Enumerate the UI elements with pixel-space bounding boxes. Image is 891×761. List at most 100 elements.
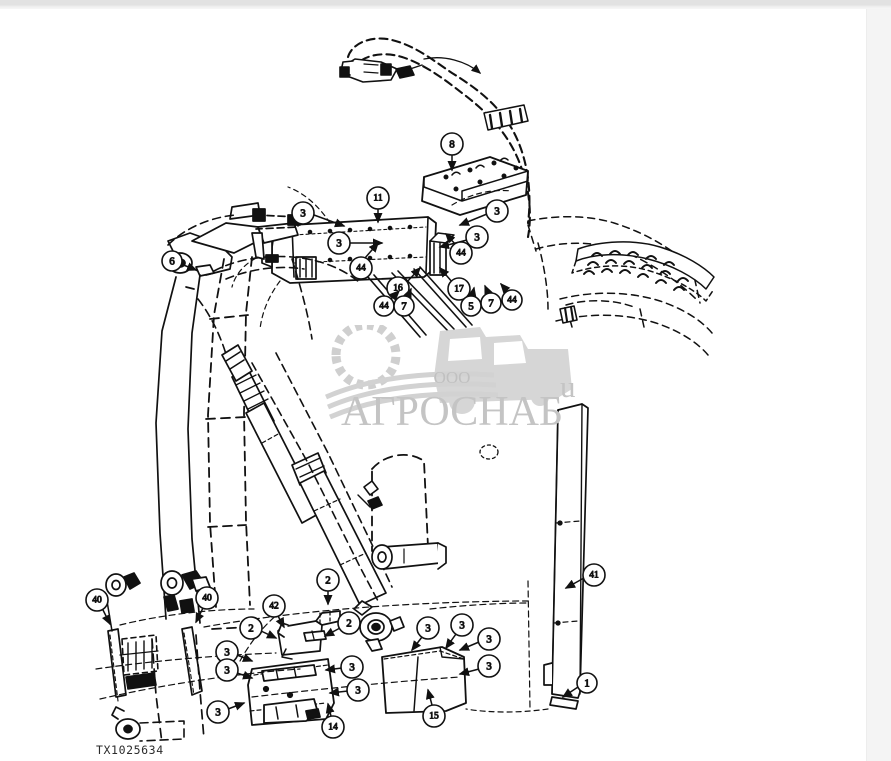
callout-leader [275,615,285,629]
callout-balloon[interactable] [450,613,474,637]
small-pivot-marker [479,444,499,460]
callout-balloon[interactable] [449,241,473,265]
callout-balloon[interactable] [477,627,501,651]
callout-6[interactable]: 6 [161,250,198,272]
callout-balloon[interactable] [291,201,315,225]
callout-balloon[interactable] [161,250,183,272]
callout-leader [227,701,246,711]
callout-balloon[interactable] [346,678,370,702]
callout-balloon[interactable] [85,588,109,612]
callout-number: 40 [92,596,102,606]
callout-number: 15 [429,712,439,722]
cylinder-rod-dashed [251,352,393,602]
callout-3[interactable]: 3 [458,654,501,678]
callout-balloon[interactable] [480,292,502,314]
callout-balloon[interactable] [195,586,219,610]
callout-number: 7 [401,301,407,313]
callout-number: 3 [300,208,306,220]
callout-balloon[interactable] [316,568,340,592]
callout-42[interactable]: 42 [262,594,286,629]
callout-number: 3 [474,232,480,244]
hose-bracket-mid [483,104,529,131]
callout-leader [458,641,480,651]
callout-3[interactable]: 3 [324,655,364,679]
callout-3[interactable]: 3 [215,658,254,682]
callout-balloon[interactable] [366,186,390,210]
callout-44[interactable]: 44 [444,232,473,265]
hydraulic-cylinder-upper [221,344,321,524]
callout-balloon[interactable] [582,563,606,587]
callout-40[interactable]: 40 [85,588,111,626]
callout-3[interactable]: 3 [206,700,246,724]
callout-balloon[interactable] [340,655,364,679]
callout-number: 41 [589,571,599,581]
callout-balloon[interactable] [337,611,361,635]
callout-leader [364,241,379,259]
callout-number: 1 [584,678,590,690]
callout-balloon[interactable] [422,704,446,728]
callout-leader [411,636,423,652]
callout-balloon[interactable] [465,225,489,249]
callout-7[interactable]: 7 [393,287,415,317]
callout-44[interactable]: 44 [349,241,379,280]
callout-balloon[interactable] [477,654,501,678]
callout-7[interactable]: 7 [480,284,502,314]
lower-guard-14 [247,658,335,726]
callout-number: 44 [356,264,366,274]
callout-leader [313,214,346,228]
callout-number: 40 [202,594,212,604]
callout-2[interactable]: 2 [239,616,278,640]
callout-1[interactable]: 1 [561,672,598,698]
callout-balloon[interactable] [485,199,509,223]
boom-upper-links [191,202,301,263]
callout-balloon[interactable] [576,672,598,694]
callout-balloon[interactable] [501,289,523,311]
callout-leader [405,266,422,284]
callout-3[interactable]: 3 [328,678,370,702]
callout-14[interactable]: 14 [321,702,345,739]
callout-15[interactable]: 15 [422,688,446,728]
callout-leader [444,232,457,246]
callout-3[interactable]: 3 [445,613,474,650]
callout-number: 11 [373,194,382,204]
callout-balloon[interactable] [321,715,345,739]
callout-41[interactable]: 41 [564,563,606,589]
callout-leader [325,702,335,717]
callout-number: 3 [486,661,492,673]
callout-balloon[interactable] [349,256,373,280]
callout-2[interactable]: 2 [323,611,361,637]
callout-3[interactable]: 3 [458,627,501,651]
callout-leader [195,607,205,624]
callout-3[interactable]: 3 [458,199,509,226]
callout-balloon[interactable] [206,700,230,724]
callout-17[interactable]: 17 [439,266,471,301]
callout-11[interactable]: 11 [366,186,390,224]
callout-balloon[interactable] [215,658,239,682]
callout-2[interactable]: 2 [316,568,340,606]
callout-leader [236,670,254,680]
callout-3[interactable]: 3 [411,616,440,652]
callout-balloon[interactable] [239,616,263,640]
callout-leader [458,667,480,677]
callout-number: 6 [169,256,175,268]
callout-40[interactable]: 40 [195,586,219,624]
callout-leader [425,688,435,706]
window-top-band [0,0,891,9]
callout-3[interactable]: 3 [291,201,346,228]
callout-balloon[interactable] [262,594,286,618]
callout-number: 44 [456,249,466,259]
callout-number: 8 [449,139,455,151]
callout-balloon[interactable] [393,295,415,317]
bracket-42-assembly [277,610,341,660]
callout-8[interactable]: 8 [440,132,464,172]
callout-number: 3 [349,662,355,674]
mid-tank-roller [371,542,447,570]
boom-main-arm [155,232,233,624]
callout-leader [324,664,343,674]
callout-44[interactable]: 44 [500,282,523,311]
callout-balloon[interactable] [416,616,440,640]
callout-balloon[interactable] [440,132,464,156]
callout-balloon[interactable] [327,231,351,255]
